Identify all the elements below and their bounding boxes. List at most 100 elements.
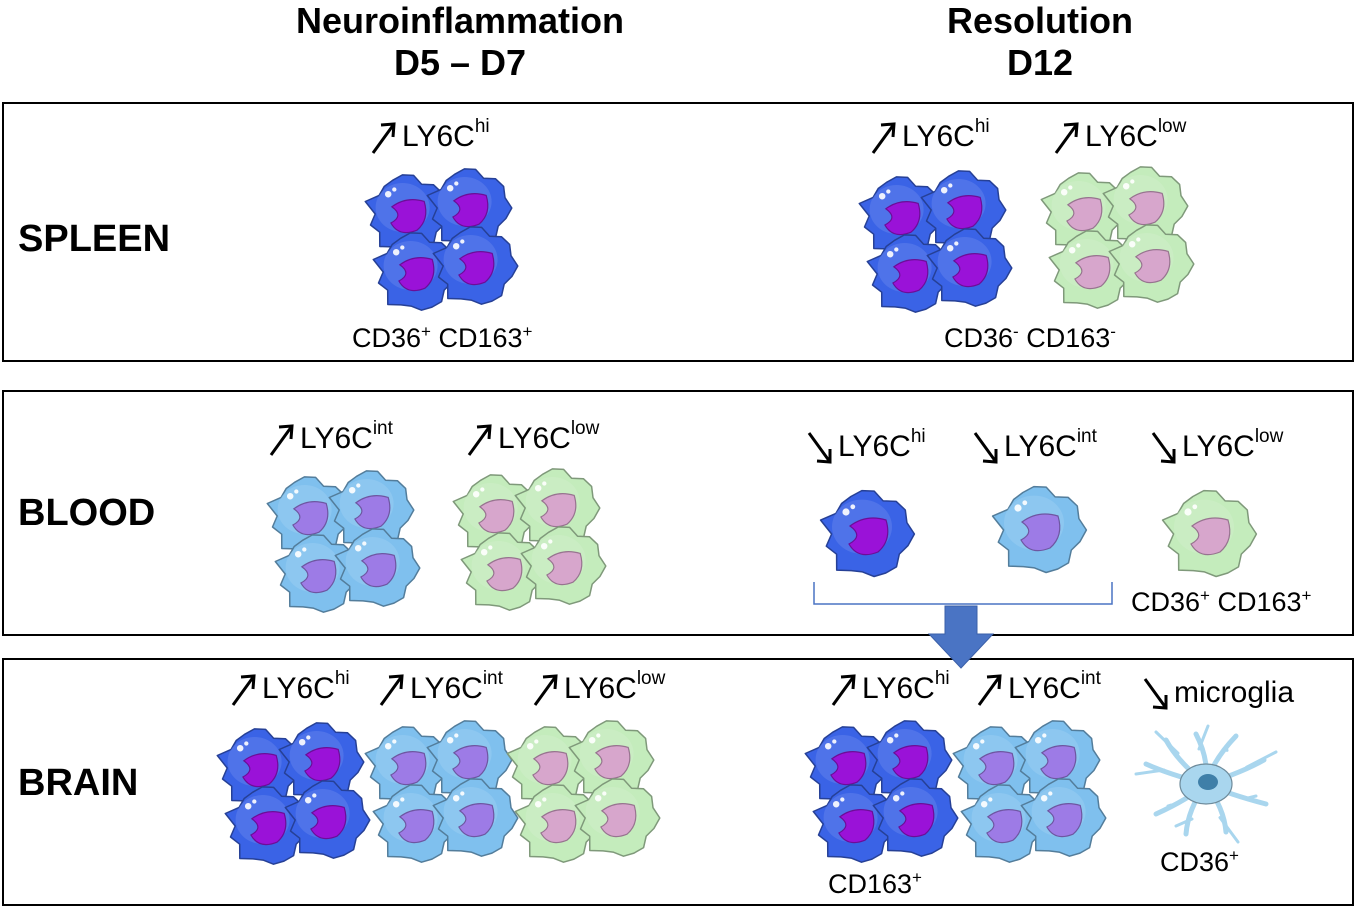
marker-cd163-sup: -	[1110, 322, 1116, 341]
blood-right-ly6c-int-cell	[991, 485, 1088, 574]
header-resolution: Resolution D12	[840, 0, 1240, 84]
down-arrow-icon	[973, 432, 998, 464]
brain-left-ly6c-low-cluster-cell-3	[514, 784, 601, 863]
marker-cd36: CD36	[352, 323, 422, 353]
brain-left-ly6c-hi-cluster-cell-4	[284, 780, 371, 859]
ly6c-text: LY6C	[564, 672, 637, 705]
spleen-right-ly6c-low-cluster-cell-4	[1108, 224, 1195, 303]
marker-cd163-sup: +	[1301, 586, 1312, 605]
brain-right-ly6c-int-cluster-cell-2	[1014, 720, 1101, 799]
ly6c-sup: hi	[910, 426, 926, 447]
up-arrow-icon	[871, 122, 896, 154]
blood-left-ly6c-int-cluster-cell-2	[328, 470, 415, 549]
spleen-right-ly6c-hi-cluster-cell-2	[920, 170, 1007, 249]
ly6c-text: LY6C	[262, 672, 335, 705]
spleen-left-ly6c-hi-cluster-cell-4	[432, 226, 519, 305]
brain-left-ly6c-int-cluster-cell-4	[432, 778, 519, 857]
marker-cd36: CD36	[1160, 847, 1230, 877]
marker-cd36-sup: +	[421, 322, 431, 341]
up-arrow-icon	[269, 424, 294, 456]
brain-right-cd163: CD163+	[828, 868, 922, 900]
ly6c-text: LY6C	[498, 422, 571, 455]
bracket-line	[813, 582, 1113, 605]
ly6c-sup: low	[636, 668, 666, 689]
header-left-line2: D5 – D7	[393, 42, 527, 83]
up-arrow-icon	[371, 122, 396, 154]
brain-left-ly6c-low-cluster-cell-4	[574, 778, 661, 857]
ly6c-text: LY6C	[838, 430, 911, 463]
up-arrow-icon	[533, 674, 558, 706]
ly6c-sup: low	[1254, 426, 1284, 447]
panel-spleen	[2, 102, 1354, 362]
header-left-line1: Neuroinflammation	[295, 0, 625, 41]
spleen-right-markers: CD36- CD163-	[944, 322, 1116, 354]
ly6c-sup: hi	[934, 668, 950, 689]
spleen-left-markers: CD36+ CD163+	[352, 322, 532, 354]
ly6c-sup: low	[570, 418, 600, 439]
blood-right-markers: CD36+ CD163+	[1131, 586, 1311, 618]
marker-cd163: CD163	[438, 323, 523, 353]
blood-right-ly6c-hi-cell	[819, 489, 916, 578]
microglia-cell	[1134, 724, 1278, 844]
brain-right-ly6c-hi-cluster-cell-2	[866, 720, 953, 799]
ly6c-sup: low	[1157, 116, 1187, 137]
brain-left-ly6c-int-cluster-cell-2	[426, 720, 513, 799]
ly6c-text: LY6C	[402, 120, 475, 153]
blood-left-ly6c-low-cluster-cell-4	[520, 526, 607, 605]
up-arrow-icon	[379, 674, 404, 706]
spleen-left-ly6c-hi-cluster-cell-2	[426, 168, 513, 247]
up-arrow-icon	[977, 674, 1002, 706]
ly6c-text: LY6C	[300, 422, 373, 455]
panel-blood	[2, 390, 1354, 636]
row-label-blood: BLOOD	[18, 492, 156, 534]
ly6c-sup: hi	[474, 116, 490, 137]
brain-right-ly6c-hi-cluster-cell-4	[872, 778, 959, 857]
brain-left-ly6c-hi-cluster-cell-2	[278, 722, 365, 801]
ly6c-sup: hi	[974, 116, 990, 137]
ly6c-text: LY6C	[410, 672, 483, 705]
microglia-text: microglia	[1174, 676, 1295, 709]
marker-cd36-sup: -	[1013, 322, 1019, 341]
blood-left-ly6c-low-cluster-cell-2	[514, 468, 601, 547]
down-arrow-icon	[1143, 678, 1168, 710]
up-arrow-icon	[1054, 122, 1079, 154]
marker-cd36: CD36	[944, 323, 1014, 353]
ly6c-text: LY6C	[1085, 120, 1158, 153]
row-label-spleen: SPLEEN	[18, 218, 171, 260]
up-arrow-icon	[467, 424, 492, 456]
marker-cd36: CD36	[1131, 587, 1201, 617]
marker-cd163: CD163	[1026, 323, 1111, 353]
up-arrow-icon	[831, 674, 856, 706]
brain-right-cd36: CD36+	[1160, 846, 1239, 878]
row-label-brain: BRAIN	[18, 762, 139, 804]
blood-left-ly6c-int-cluster-cell-4	[334, 528, 421, 607]
ly6c-text: LY6C	[902, 120, 975, 153]
ly6c-sup: int	[372, 418, 393, 439]
marker-cd36-sup: +	[1200, 586, 1210, 605]
spleen-right-ly6c-low-cluster-cell-2	[1102, 166, 1189, 245]
ly6c-text: LY6C	[862, 672, 935, 705]
down-arrow-icon	[1151, 432, 1176, 464]
marker-cd163: CD163	[828, 869, 913, 899]
blood-left-ly6c-low-cluster-cell-3	[460, 532, 547, 611]
ly6c-sup: int	[1076, 426, 1097, 447]
header-right-line1: Resolution	[947, 0, 1133, 41]
flow-down-arrow-icon	[927, 605, 995, 669]
header-right-line2: D12	[1006, 42, 1074, 83]
ly6c-sup: int	[1080, 668, 1101, 689]
header-neuroinflammation: Neuroinflammation D5 – D7	[230, 0, 690, 84]
down-arrow-icon	[807, 432, 832, 464]
